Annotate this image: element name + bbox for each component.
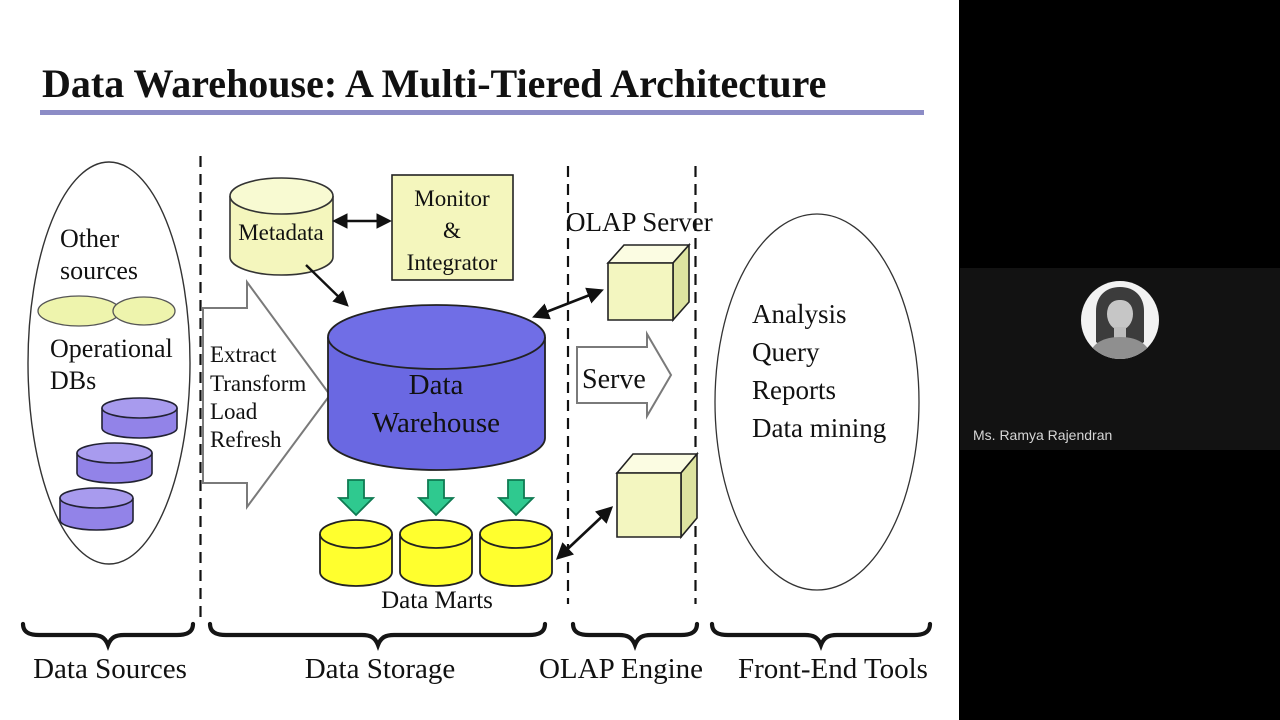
warehouse-label: Warehouse <box>372 407 500 439</box>
other-sources-label: Other <box>60 224 120 253</box>
etl-step-label: Transform <box>210 371 306 396</box>
operational-dbs-label: DBs <box>50 366 96 395</box>
metadata-cylinder: Metadata <box>229 177 334 276</box>
participant-avatar <box>1081 281 1159 359</box>
section-braces <box>20 621 933 651</box>
metadata-label: Metadata <box>238 220 324 245</box>
data-mart-cylinder-icon <box>479 519 553 587</box>
avatar-shoulders <box>1088 337 1152 359</box>
operational-dbs-label: Operational <box>50 334 173 363</box>
data-mart-cylinder-icon <box>399 519 473 587</box>
operational-db-cylinder-icon <box>59 487 134 531</box>
etl-step-label: Refresh <box>210 427 282 452</box>
etl-step-label: Extract <box>210 342 277 367</box>
down-arrow-icon <box>336 479 376 517</box>
front-end-item: Reports <box>752 375 836 405</box>
front-end-tools-group: Analysis Query Reports Data mining <box>714 213 920 591</box>
down-arrow-icon <box>496 479 536 517</box>
serve-arrow-shape: Serve <box>576 330 673 420</box>
data-marts-label: Data Marts <box>381 587 493 614</box>
monitor-integrator-box: Monitor & Integrator <box>391 174 514 281</box>
monitor-integrator-label: Integrator <box>407 250 498 275</box>
warehouse-olap-arrow <box>532 287 604 320</box>
operational-db-cylinder-icon <box>76 442 153 484</box>
page-title: Data Warehouse: A Multi-Tiered Architect… <box>42 61 826 106</box>
source-ellipse-icon <box>37 295 121 327</box>
data-sources-group: Other sources Operational DBs <box>27 161 191 565</box>
warehouse-label: Data <box>409 369 464 401</box>
monitor-integrator-label: Monitor <box>414 186 490 211</box>
architecture-diagram: Data Warehouse: A Multi-Tiered Architect… <box>20 61 933 685</box>
section-label: OLAP Engine <box>539 653 703 685</box>
front-end-item: Query <box>752 337 820 367</box>
section-label: Data Sources <box>33 653 187 685</box>
olap-cube-icon <box>615 451 699 540</box>
front-end-item: Analysis <box>752 299 847 329</box>
marts-olap-arrow <box>555 506 614 560</box>
avatar-neck <box>1114 327 1126 339</box>
avatar-face <box>1107 298 1133 330</box>
brace-icon <box>207 621 548 651</box>
brace-icon <box>709 621 933 651</box>
data-warehouse-cylinder: Data Warehouse <box>327 304 546 471</box>
operational-db-cylinder-icon <box>101 397 178 439</box>
source-ellipse-icon <box>112 296 176 326</box>
down-arrow-icon <box>416 479 456 517</box>
title-underline <box>40 110 924 115</box>
brace-icon <box>20 621 196 651</box>
etl-arrow-shape: Extract Transform Load Refresh <box>202 278 332 511</box>
meeting-sidebar: Ms. Ramya Rajendran <box>959 0 1280 720</box>
front-end-ellipse <box>714 213 920 591</box>
monitor-integrator-label: & <box>443 218 461 243</box>
presentation-slide: Data Warehouse: A Multi-Tiered Architect… <box>0 0 959 720</box>
front-end-item: Data mining <box>752 413 886 443</box>
participant-video-tile[interactable]: Ms. Ramya Rajendran <box>960 268 1280 450</box>
etl-step-label: Load <box>210 399 258 424</box>
section-label: Front-End Tools <box>738 653 928 685</box>
section-label: Data Storage <box>305 653 456 685</box>
serve-label: Serve <box>582 364 646 395</box>
olap-server-label: OLAP Server <box>566 207 713 237</box>
data-mart-cylinder-icon <box>319 519 393 587</box>
olap-cube-icon <box>606 242 691 323</box>
avatar-fringe <box>1106 289 1134 311</box>
brace-icon <box>570 621 700 651</box>
metadata-warehouse-arrow <box>305 264 349 307</box>
participant-name-label: Ms. Ramya Rajendran <box>973 427 1113 443</box>
other-sources-label: sources <box>60 256 138 285</box>
